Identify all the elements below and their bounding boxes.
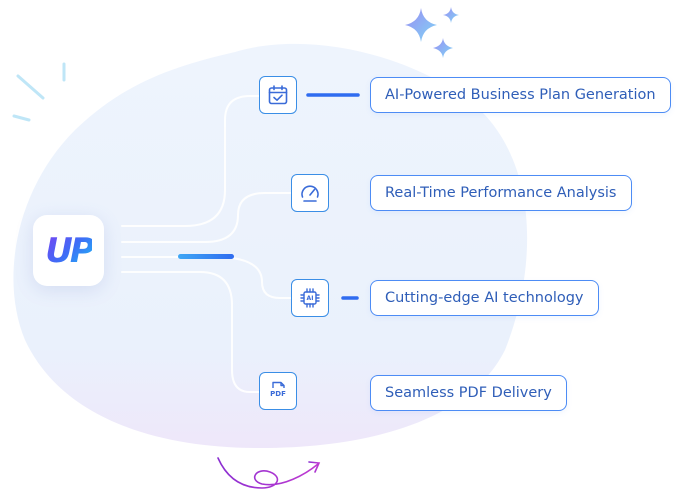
calendar-check-icon xyxy=(268,85,288,105)
feature-label-3: Cutting-edge AI technology xyxy=(385,290,584,306)
pdf-file-icon: PDF xyxy=(270,381,286,398)
feature-label-4: Seamless PDF Delivery xyxy=(385,385,552,401)
feature-icon-box-4: PDF xyxy=(259,372,297,410)
background-blob xyxy=(13,43,528,448)
pdf-file-label: PDF xyxy=(270,390,286,398)
app-logo: UP xyxy=(45,230,95,271)
ai-chip-icon: AI xyxy=(300,288,320,308)
feature-icon-box-1 xyxy=(259,76,297,114)
sparkle-icon xyxy=(405,7,459,58)
speedometer-icon xyxy=(301,185,319,202)
ai-chip-label: AI xyxy=(307,295,314,302)
feature-pill-2: Real-Time Performance Analysis xyxy=(370,175,632,211)
feature-icon-box-2 xyxy=(291,174,329,212)
feature-pill-1: AI-Powered Business Plan Generation xyxy=(370,77,671,113)
curly-arrow-icon xyxy=(217,457,321,489)
feature-pill-4: Seamless PDF Delivery xyxy=(370,375,567,411)
feature-label-2: Real-Time Performance Analysis xyxy=(385,185,617,201)
feature-icon-box-3: AI xyxy=(291,279,329,317)
spark-lines-icon xyxy=(12,62,66,122)
feature-pill-3: Cutting-edge AI technology xyxy=(370,280,599,316)
feature-label-1: AI-Powered Business Plan Generation xyxy=(385,87,656,103)
center-connector-bar xyxy=(178,254,234,259)
app-logo-card: UP xyxy=(33,215,104,286)
